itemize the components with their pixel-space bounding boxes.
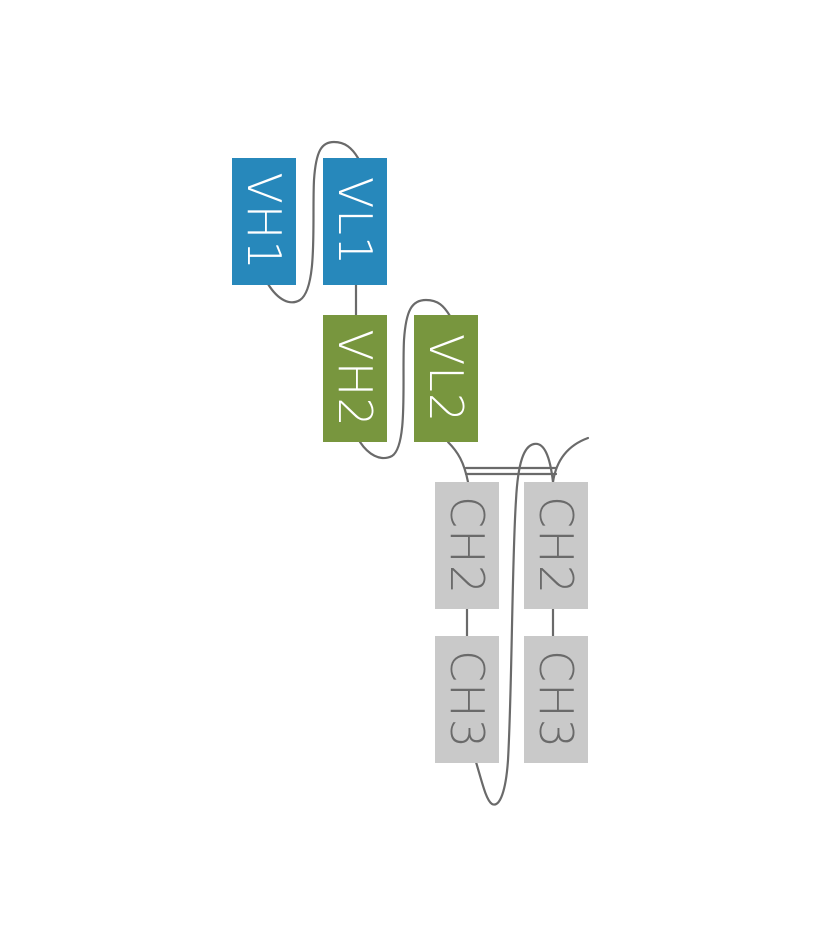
domain-box-ch3-left [435, 636, 499, 763]
linker-exit-right [551, 436, 590, 484]
domain-label-vl1: VL1 [328, 177, 382, 266]
domain-label-ch3-left: CH3 [440, 650, 494, 749]
domain-box-ch3-right [524, 636, 588, 763]
labels: VH1 VL1 VH2 VL2 CH2 CH2 CH3 CH3 [237, 172, 583, 749]
domain-label-ch2-left: CH2 [440, 496, 494, 595]
domain-box-ch2-left [435, 482, 499, 609]
linker-vl2-hinge [446, 440, 470, 484]
domain-box-vl1 [323, 158, 387, 285]
connectors [266, 140, 590, 806]
linker-vh2-vl2 [358, 298, 452, 460]
domain-box-vh2 [323, 315, 387, 442]
domain-box-ch2-right [524, 482, 588, 609]
domain-label-vh2: VH2 [328, 329, 382, 427]
domains [232, 158, 588, 763]
domain-label-vl2: VL2 [419, 334, 473, 423]
domain-box-vl2 [414, 315, 478, 442]
linker-ch3-loop [474, 442, 555, 806]
linker-vh1-vl1 [266, 140, 360, 304]
domain-box-vh1 [232, 158, 296, 285]
domain-label-ch2-right: CH2 [529, 496, 583, 595]
domain-label-vh1: VH1 [237, 172, 291, 270]
domain-label-ch3-right: CH3 [529, 650, 583, 749]
